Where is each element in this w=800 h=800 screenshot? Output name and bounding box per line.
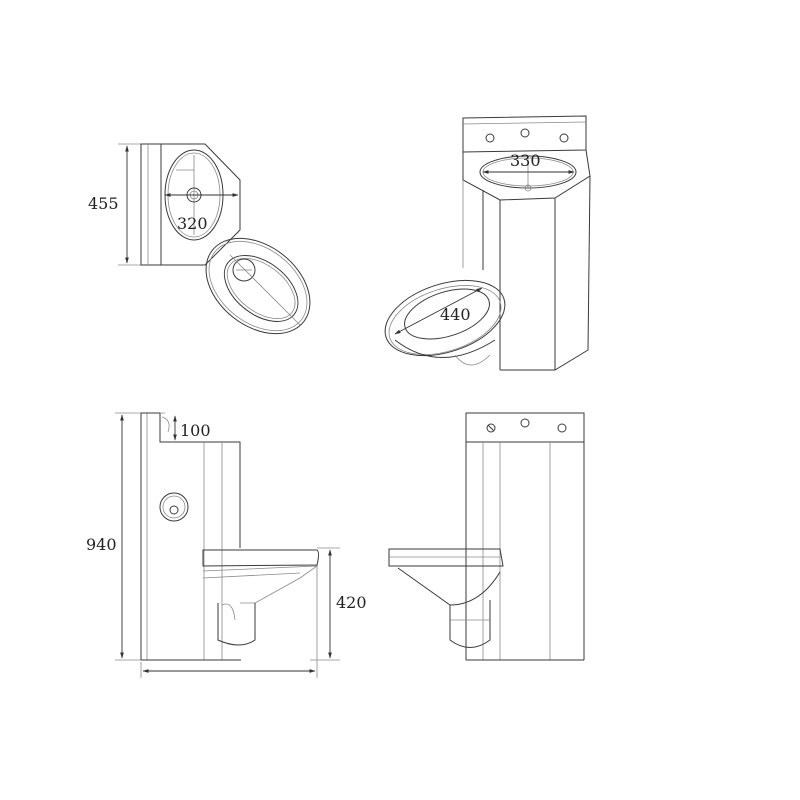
- dim-label-320: 320: [177, 214, 208, 233]
- side-elevation-view: [115, 412, 340, 678]
- dim-label-940: 940: [86, 535, 117, 554]
- dim-label-100: 100: [180, 421, 211, 440]
- dim-label-420: 420: [336, 593, 367, 612]
- isometric-view: [384, 115, 591, 371]
- dim-label-455: 455: [88, 194, 119, 213]
- front-elevation-view: [388, 412, 585, 661]
- iso-bowl-dimension-line: [394, 287, 483, 335]
- top-plan-view: [118, 143, 311, 335]
- dim-label-440: 440: [440, 305, 471, 324]
- dim-label-330: 330: [510, 151, 541, 170]
